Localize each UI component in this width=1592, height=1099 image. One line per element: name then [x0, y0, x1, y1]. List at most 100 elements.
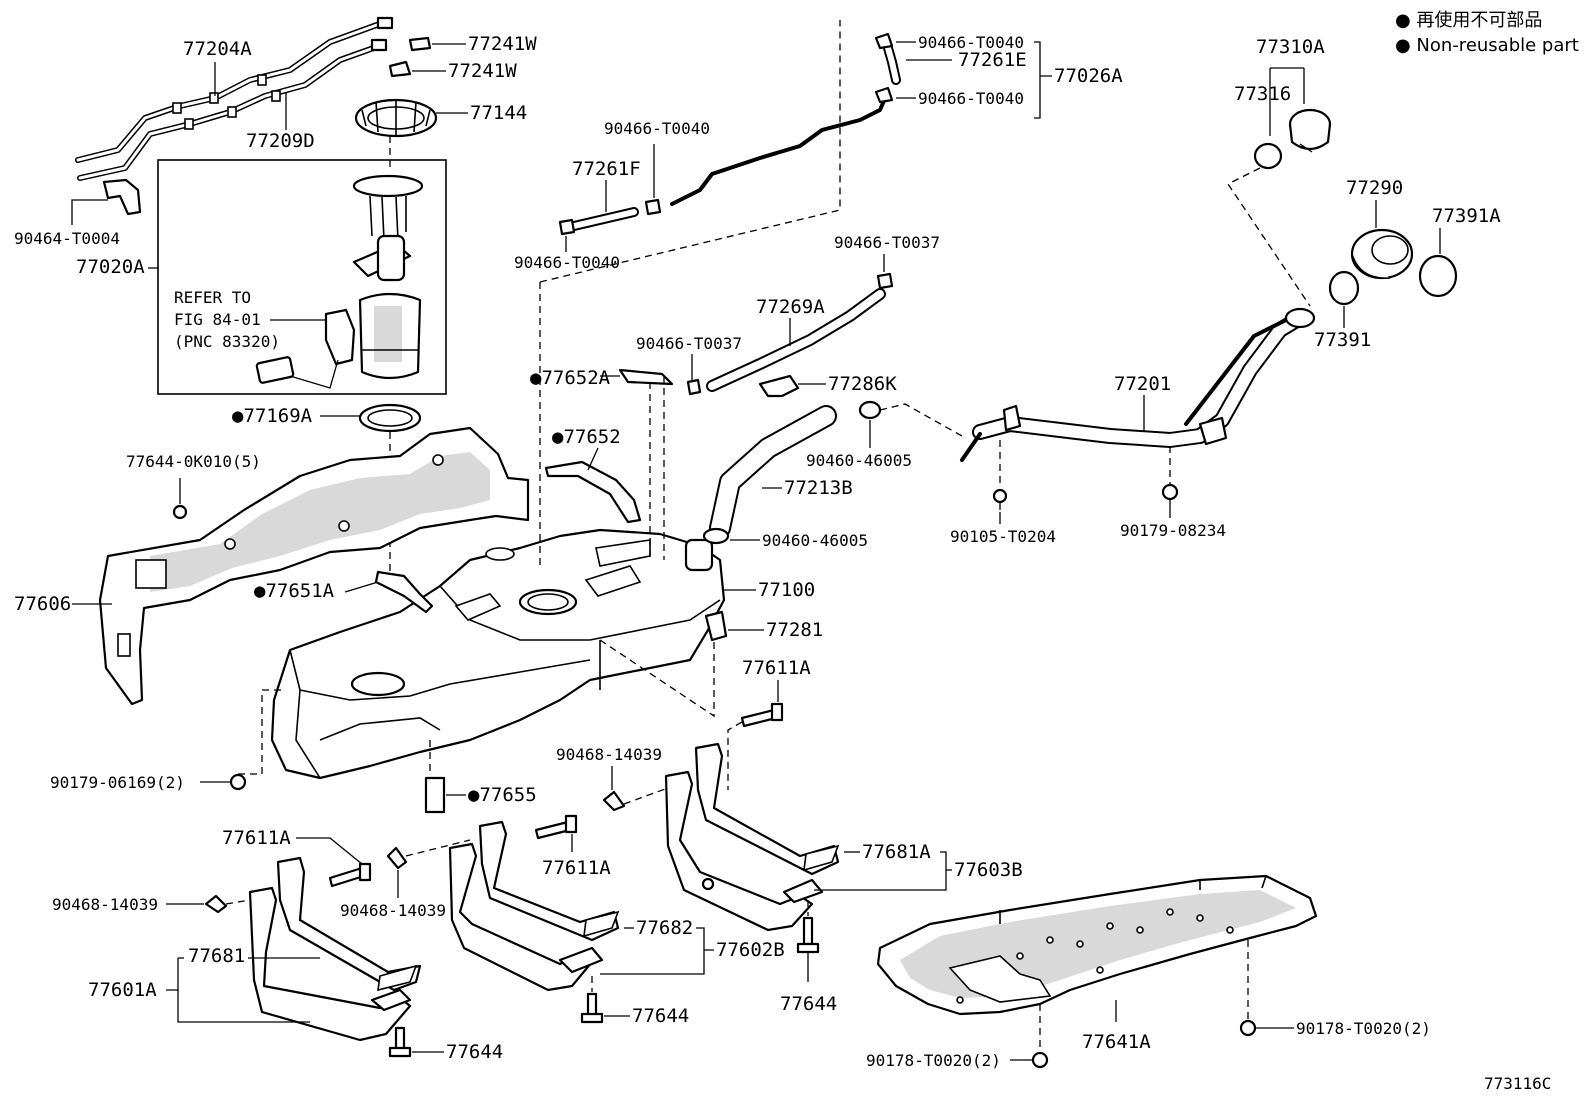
label-77644-right: 77644 — [780, 993, 837, 1015]
label-77201: 77201 — [1114, 373, 1171, 395]
vent-hose-77261F[interactable] — [569, 207, 639, 231]
label-pnc-83320: (PNC 83320) — [174, 332, 280, 351]
tank-band-77603B[interactable] — [664, 742, 840, 932]
label-77606: 77606 — [14, 593, 71, 615]
label-77652: ●77652 — [552, 426, 621, 448]
label-77241W-upper: 77241W — [468, 33, 537, 55]
label-90468-14039-center: 90468-14039 — [556, 745, 662, 764]
gasket-77391[interactable] — [1328, 270, 1360, 306]
label-90466-T0040-top: 90466-T0040 — [918, 33, 1024, 52]
clip-77644-0K010[interactable] — [172, 504, 188, 520]
nut-90178-T0020-right[interactable] — [1239, 1019, 1257, 1037]
tank-band-77601A[interactable] — [248, 856, 422, 1042]
filler-hose-77213B[interactable] — [709, 405, 837, 539]
label-77682: 77682 — [636, 917, 693, 939]
label-77020A: 77020A — [76, 256, 145, 278]
label-77644-left: 77644 — [446, 1041, 503, 1063]
cushion-77652[interactable] — [544, 460, 642, 524]
filler-housing-77290[interactable] — [1350, 228, 1414, 280]
hose-clamp-90460-46005-lower[interactable] — [702, 527, 730, 545]
gasket-77169A[interactable] — [358, 403, 422, 433]
fuel-tube-77204A[interactable] — [75, 16, 394, 181]
breather-hose-77269A[interactable] — [706, 288, 886, 392]
bolt-77611A-right[interactable] — [740, 702, 784, 728]
tank-protector-77606[interactable] — [98, 426, 530, 706]
retainer-ring-77144[interactable] — [354, 98, 438, 138]
clip-90468-14039-left[interactable] — [204, 894, 228, 914]
bolt-77644-mid[interactable] — [580, 992, 604, 1024]
fuel-pump-module[interactable] — [352, 174, 424, 380]
nut-90179-08234[interactable] — [1161, 483, 1179, 501]
label-77261E: 77261E — [958, 49, 1027, 71]
under-cover-77641A[interactable] — [876, 874, 1318, 1016]
label-90468-14039-mid: 90468-14039 — [340, 901, 446, 920]
label-77652A: ●77652A — [530, 367, 611, 389]
label-77316: 77316 — [1234, 83, 1291, 105]
label-77603B: 77603B — [954, 859, 1023, 881]
clip-77241W-upper[interactable] — [408, 36, 432, 52]
cushion-77652A[interactable] — [618, 368, 674, 386]
label-90466-T0037-upper: 90466-T0037 — [834, 233, 940, 252]
label-77602B: 77602B — [716, 939, 785, 961]
label-77681A: 77681A — [862, 841, 931, 863]
label-77681: 77681 — [188, 945, 245, 967]
clip-90466-T0040-right[interactable] — [644, 198, 662, 216]
label-77310A: 77310A — [1256, 36, 1325, 58]
clip-90468-14039-mid[interactable] — [386, 846, 408, 870]
figure-id: 773116C — [1484, 1074, 1551, 1093]
label-77026A: 77026A — [1054, 65, 1123, 87]
label-77611A-right: 77611A — [742, 657, 811, 679]
label-77213B: 77213B — [784, 477, 853, 499]
clamp-77281[interactable] — [704, 610, 728, 642]
label-77611A-mid: 77611A — [542, 857, 611, 879]
label-90178-T0020-right: 90178-T0020(2) — [1296, 1019, 1431, 1038]
heat-insulator-77651A[interactable] — [374, 570, 434, 614]
clip-90466-T0040-left[interactable] — [558, 218, 576, 236]
label-90179-06169: 90179-06169(2) — [50, 773, 185, 792]
label-77209D: 77209D — [246, 130, 315, 152]
bolt-77644-left[interactable] — [388, 1026, 412, 1058]
label-77269A: 77269A — [756, 296, 825, 318]
clip-90466-T0040-mid[interactable] — [874, 86, 894, 104]
fuel-tank-77100[interactable] — [270, 528, 726, 780]
gasket-77316[interactable] — [1253, 142, 1283, 170]
label-77241W-lower: 77241W — [448, 60, 517, 82]
vent-tube-77026A[interactable] — [670, 43, 901, 206]
label-90464-T0004: 90464-T0004 — [14, 229, 120, 248]
label-77611A-left: 77611A — [222, 827, 291, 849]
pad-77655[interactable] — [424, 776, 446, 814]
bolt-77611A-mid[interactable] — [534, 814, 578, 840]
bolt-77611A-left[interactable] — [328, 862, 372, 888]
tank-band-77602B[interactable] — [448, 820, 620, 992]
label-77144: 77144 — [470, 102, 527, 124]
nut-90178-T0020-center[interactable] — [1031, 1051, 1049, 1069]
label-77169A: ●77169A — [232, 405, 313, 427]
clamp-90464-T0004[interactable] — [102, 178, 142, 216]
fuel-sender-gauge[interactable] — [255, 308, 356, 389]
fuel-cap-77310A[interactable] — [1288, 108, 1332, 153]
bolt-90105-T0204[interactable] — [992, 488, 1008, 510]
clip-77241W-lower[interactable] — [388, 60, 412, 78]
gasket-77391A[interactable] — [1418, 254, 1458, 298]
hose-clamp-90460-46005-upper[interactable] — [858, 400, 882, 420]
label-77651A: ●77651A — [254, 580, 335, 602]
label-77261F: 77261F — [572, 158, 641, 180]
label-90105-T0204: 90105-T0204 — [950, 527, 1056, 546]
clip-90466-T0037-lower[interactable] — [686, 378, 702, 396]
clip-90468-14039-center[interactable] — [602, 790, 626, 812]
label-77644-0K010: 77644-0K010(5) — [126, 452, 261, 471]
label-77286K: 77286K — [828, 373, 897, 395]
label-90466-T0037-lower: 90466-T0037 — [636, 334, 742, 353]
label-77391: 77391 — [1314, 329, 1371, 351]
label-77641A: 77641A — [1082, 1031, 1151, 1053]
clip-90466-T0037-upper[interactable] — [876, 272, 894, 290]
nut-90179-06169[interactable] — [229, 773, 247, 791]
label-77644-mid: 77644 — [632, 1005, 689, 1027]
clip-90466-T0040-top[interactable] — [874, 32, 894, 50]
filler-pipe-77201[interactable] — [960, 307, 1316, 462]
bolt-77644-right[interactable] — [796, 916, 820, 954]
fuel-pump-assembly-box — [157, 159, 447, 395]
bracket-77286K[interactable] — [758, 374, 800, 398]
